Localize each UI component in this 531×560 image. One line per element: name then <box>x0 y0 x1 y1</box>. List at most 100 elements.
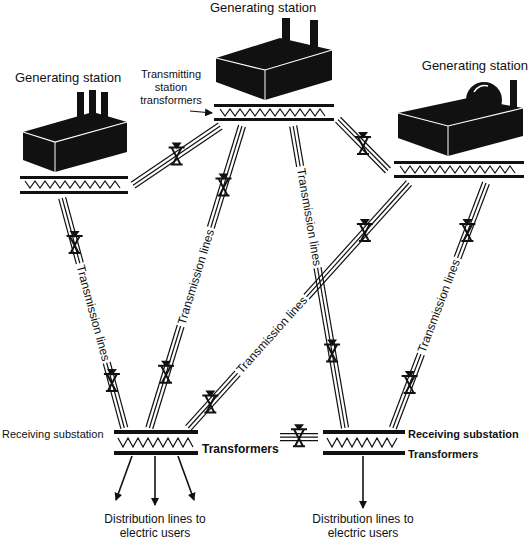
drawing-part <box>55 142 56 172</box>
transmission-line <box>390 182 490 429</box>
generating-station: Generating station <box>210 0 338 126</box>
tower-frame <box>104 370 120 391</box>
line-label: Transmission lines <box>174 226 218 329</box>
tower-frame <box>67 232 83 253</box>
drawing-part <box>398 108 523 126</box>
tower-symbol <box>202 392 218 413</box>
tower-frame <box>324 341 340 362</box>
generating-station: Generating station <box>15 70 133 198</box>
transmission-line <box>146 125 245 429</box>
line-conductor <box>153 127 246 429</box>
distribution-label: Distribution lines to electric users <box>95 512 215 541</box>
line-conductor <box>280 433 318 434</box>
line-conductor <box>62 198 124 428</box>
tower-frame <box>202 392 218 413</box>
line-conductor <box>338 120 388 171</box>
drawing-part <box>214 104 334 107</box>
drawing-part <box>20 176 128 179</box>
tower-symbol <box>67 232 83 253</box>
leader-arrow <box>190 111 212 113</box>
line-conductor <box>336 122 386 173</box>
line-conductor <box>133 126 220 185</box>
tower-symbol <box>215 174 231 195</box>
line-conductor <box>149 126 242 428</box>
generating-station-picture <box>15 70 133 198</box>
line-conductor <box>390 182 483 427</box>
tower-frame <box>357 220 373 241</box>
drawing-part <box>114 430 198 434</box>
generating-station-picture <box>388 58 528 183</box>
tower-symbol <box>158 362 174 383</box>
callout-label: Transmitting station transformers <box>135 68 207 108</box>
line-conductor <box>340 117 390 168</box>
line-conductor <box>135 129 222 188</box>
line-label: Transmission lines <box>293 165 325 269</box>
transformer-label: Transformers <box>408 448 478 461</box>
substation-label: Receiving substation <box>408 428 519 441</box>
tower-frame <box>158 362 174 383</box>
distribution-label: Distribution lines to electric users <box>303 512 423 541</box>
generating-station: Generating station <box>388 58 528 183</box>
line-conductor <box>188 183 409 428</box>
line-label: Transmission lines <box>73 261 114 364</box>
tower-frame <box>355 133 371 154</box>
station-label: Generating station <box>15 70 121 86</box>
station-label: Generating station <box>210 0 316 16</box>
drawing-part <box>20 191 128 194</box>
transformer-label: Transformers <box>202 442 279 456</box>
line-conductor <box>290 127 342 429</box>
distribution-arrow <box>178 456 194 500</box>
transmission-line <box>280 425 318 446</box>
distribution-arrow <box>154 456 156 505</box>
line-conductor <box>131 123 218 182</box>
line-conductor <box>396 184 489 429</box>
drawing-part <box>510 80 517 110</box>
drawing-part <box>265 70 266 100</box>
drawing-part <box>474 86 488 92</box>
tower-symbol <box>104 370 120 391</box>
distribution-arrow <box>362 456 364 508</box>
drawing-part <box>398 98 523 156</box>
line-conductor <box>66 197 128 427</box>
tower-symbol <box>355 133 371 154</box>
transformer-coil <box>327 438 397 447</box>
distribution-arrow <box>116 456 132 500</box>
drawing-part <box>448 126 449 156</box>
transmission-line <box>59 197 128 429</box>
transmission-line <box>131 123 222 188</box>
tower-frame <box>169 144 185 165</box>
tower-symbol <box>357 220 373 241</box>
tower-symbol <box>324 341 340 362</box>
transmission-line <box>336 117 391 173</box>
drawing-part <box>216 38 332 100</box>
transmission-line <box>186 181 412 431</box>
drawing-part <box>394 161 524 164</box>
line-conductor <box>186 181 407 426</box>
transformer-coil <box>118 438 193 447</box>
tower-symbol <box>459 220 475 241</box>
line-conductor <box>393 183 486 428</box>
tower-symbol <box>169 144 185 165</box>
drawing-part <box>214 118 334 121</box>
tower-frame <box>459 220 475 241</box>
receiving-substation: Receiving substationTransformers <box>2 428 280 474</box>
drawing-part <box>394 175 524 178</box>
station-label: Generating station <box>422 58 528 74</box>
drawing-part <box>114 451 198 455</box>
drawing-part <box>216 50 332 70</box>
receiving-substation: Receiving substationTransformers <box>318 428 526 474</box>
tower-frame <box>291 425 307 446</box>
transformer-coil <box>400 166 515 173</box>
drawing-part <box>23 112 127 172</box>
drawing-part <box>323 430 405 434</box>
line-label: Transmission lines <box>232 292 312 378</box>
drawing-part <box>323 451 405 455</box>
tower-frame <box>402 372 418 393</box>
transformer-coil <box>25 181 120 188</box>
drawing-part <box>23 122 127 142</box>
line-conductor <box>191 185 412 430</box>
line-label: Transmission lines <box>414 255 464 356</box>
transformer-coil <box>220 109 325 116</box>
distribution-arrows <box>116 456 363 508</box>
